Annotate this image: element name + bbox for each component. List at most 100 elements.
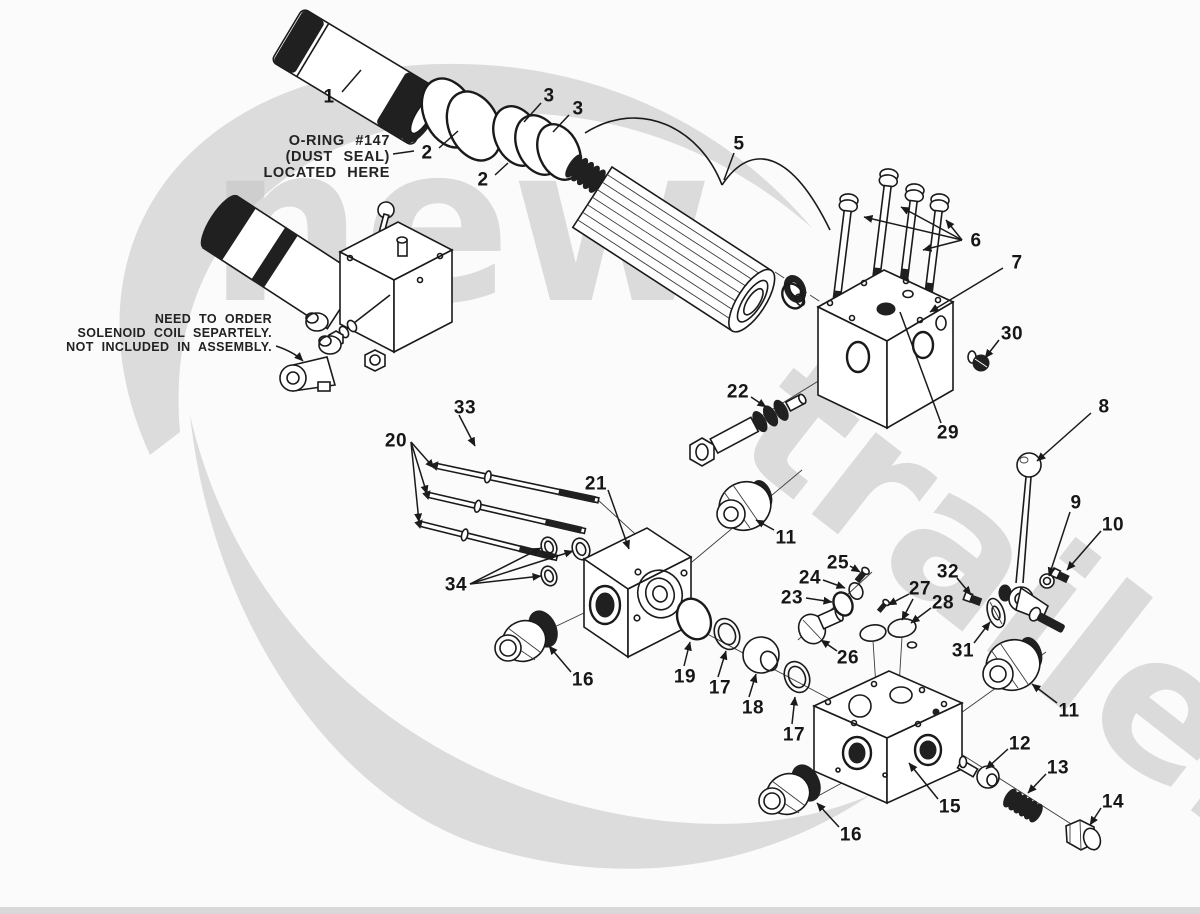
svg-text:10: 10 — [1102, 515, 1124, 536]
svg-text:11: 11 — [775, 528, 796, 549]
svg-text:8: 8 — [1098, 397, 1109, 418]
svg-text:27: 27 — [909, 579, 931, 600]
callout-5: 5 — [723, 134, 744, 181]
part-32-fitting — [962, 590, 983, 606]
svg-text:9: 9 — [1070, 493, 1081, 514]
part-34-washers — [540, 536, 591, 587]
svg-text:20: 20 — [385, 431, 407, 452]
svg-text:22: 22 — [727, 382, 749, 403]
part-31-disc — [986, 597, 1006, 629]
callout-2: 2 — [421, 130, 459, 164]
svg-text:34: 34 — [445, 575, 467, 596]
callout-6: 6 — [863, 206, 981, 252]
callout-8: 8 — [1036, 397, 1109, 462]
callout-27: 27 — [887, 579, 931, 621]
svg-text:6: 6 — [970, 231, 981, 252]
svg-text:13: 13 — [1047, 758, 1069, 779]
callout-3: 3 — [523, 86, 554, 123]
svg-text:17: 17 — [709, 678, 731, 699]
callout-9: 9 — [1047, 493, 1081, 577]
oring-note-line: O-RING #147 — [288, 133, 390, 149]
part-23-28-cluster — [797, 566, 1006, 649]
part-7-valve-block — [781, 269, 955, 430]
solenoid-note-line: NEED TO ORDER — [154, 312, 272, 326]
callout-20: 20 — [385, 431, 435, 523]
svg-text:21: 21 — [585, 474, 607, 495]
callout-24: 24 — [799, 568, 846, 589]
callout-16: 16 — [548, 645, 594, 691]
watermark-swoosh-tail — [190, 415, 870, 869]
part-13-spring — [1003, 788, 1043, 823]
callout-30: 30 — [984, 324, 1023, 359]
callout-18: 18 — [742, 673, 764, 719]
svg-text:28: 28 — [932, 593, 954, 614]
callout-32: 32 — [937, 562, 972, 596]
part-16-plug-bottom — [758, 764, 821, 816]
callout-16: 16 — [816, 802, 862, 846]
callout-13: 13 — [1027, 758, 1069, 794]
callout-29: 29 — [899, 311, 959, 444]
part-11-fitting-top — [716, 480, 773, 532]
callout-15: 15 — [908, 762, 961, 818]
filter-spring — [565, 154, 606, 193]
svg-text:3: 3 — [543, 86, 554, 107]
callout-11: 11 — [1031, 683, 1079, 722]
part-15-manifold-block — [812, 670, 964, 805]
callout-34: 34 — [445, 547, 574, 596]
part-22-cartridge — [689, 393, 807, 467]
svg-text:33: 33 — [454, 398, 476, 419]
svg-text:16: 16 — [572, 670, 594, 691]
svg-text:12: 12 — [1009, 734, 1031, 755]
part-21-block — [582, 527, 693, 659]
solenoid-note: NEED TO ORDER SOLENOID COIL SEPARTELY. N… — [66, 312, 272, 354]
callout-21: 21 — [585, 474, 630, 550]
svg-text:24: 24 — [799, 568, 821, 589]
svg-text:31: 31 — [952, 641, 974, 662]
oring-note: O-RING #147 (DUST SEAL) LOCATED HERE — [263, 133, 390, 181]
svg-text:16: 16 — [840, 825, 862, 846]
part-11-fitting-bottom — [982, 637, 1043, 692]
svg-text:30: 30 — [1001, 324, 1023, 345]
svg-text:2: 2 — [477, 170, 488, 191]
callout-7: 7 — [929, 253, 1022, 313]
svg-text:3: 3 — [572, 99, 583, 120]
svg-text:5: 5 — [733, 134, 744, 155]
part-30-plug — [967, 350, 990, 372]
callout-11: 11 — [755, 519, 796, 549]
svg-text:32: 32 — [937, 562, 959, 583]
svg-text:26: 26 — [837, 648, 859, 669]
svg-text:29: 29 — [937, 423, 959, 444]
callout-14: 14 — [1089, 792, 1124, 826]
callout-22: 22 — [727, 382, 767, 408]
callout-layer: 1223356789101111121314151616171718192021… — [323, 69, 1124, 846]
svg-text:1: 1 — [323, 87, 334, 108]
callout-3: 3 — [552, 99, 583, 133]
svg-text:25: 25 — [827, 553, 849, 574]
callout-17: 17 — [783, 696, 805, 746]
solenoid-note-line: NOT INCLUDED IN ASSEMBLY. — [66, 340, 272, 354]
callout-33: 33 — [454, 398, 476, 447]
part-1-housing — [272, 9, 443, 145]
callout-17: 17 — [709, 650, 731, 699]
svg-text:17: 17 — [783, 725, 805, 746]
svg-text:14: 14 — [1102, 792, 1124, 813]
part-16-plug-left — [494, 610, 558, 663]
part-14-plug — [1065, 819, 1102, 851]
svg-text:11: 11 — [1058, 701, 1079, 722]
svg-text:15: 15 — [939, 797, 961, 818]
svg-text:23: 23 — [781, 588, 803, 609]
part-2-3-orings — [420, 77, 582, 181]
part-5-filter-element — [571, 117, 831, 333]
oring-note-line: LOCATED HERE — [263, 165, 390, 181]
callout-12: 12 — [985, 734, 1031, 770]
part-12-poppet — [956, 755, 1000, 789]
svg-text:7: 7 — [1011, 253, 1022, 274]
watermark: new trailers — [119, 63, 1200, 914]
solenoid-coil — [279, 356, 337, 392]
bottom-scan-edge — [0, 907, 1200, 914]
svg-text:18: 18 — [742, 698, 764, 719]
svg-text:2: 2 — [421, 143, 432, 164]
oring-note-line: (DUST SEAL) — [285, 149, 390, 165]
callout-25: 25 — [827, 553, 861, 574]
